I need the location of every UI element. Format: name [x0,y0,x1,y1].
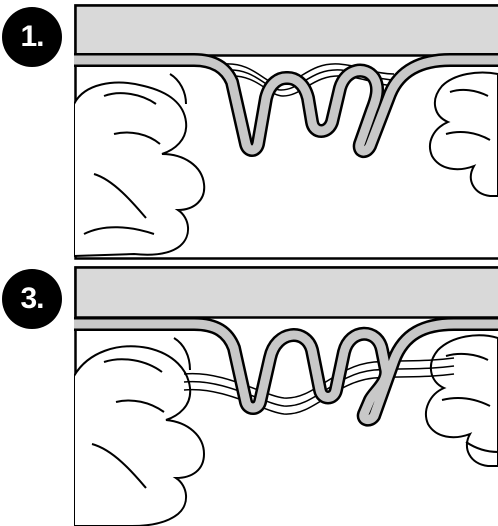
door-edge-bar [76,268,498,318]
gasket-illustration-step-3 [74,266,498,526]
step-1-label: 1. [20,20,43,54]
gasket-illustration-step-1 [74,4,498,260]
step-1-illustration [74,4,498,260]
step-1-badge: 1. [2,7,62,67]
door-edge-bar [76,6,498,56]
step-3-badge: 3. [2,269,62,329]
step-3-label: 3. [20,282,43,316]
step-3-illustration [74,266,498,526]
